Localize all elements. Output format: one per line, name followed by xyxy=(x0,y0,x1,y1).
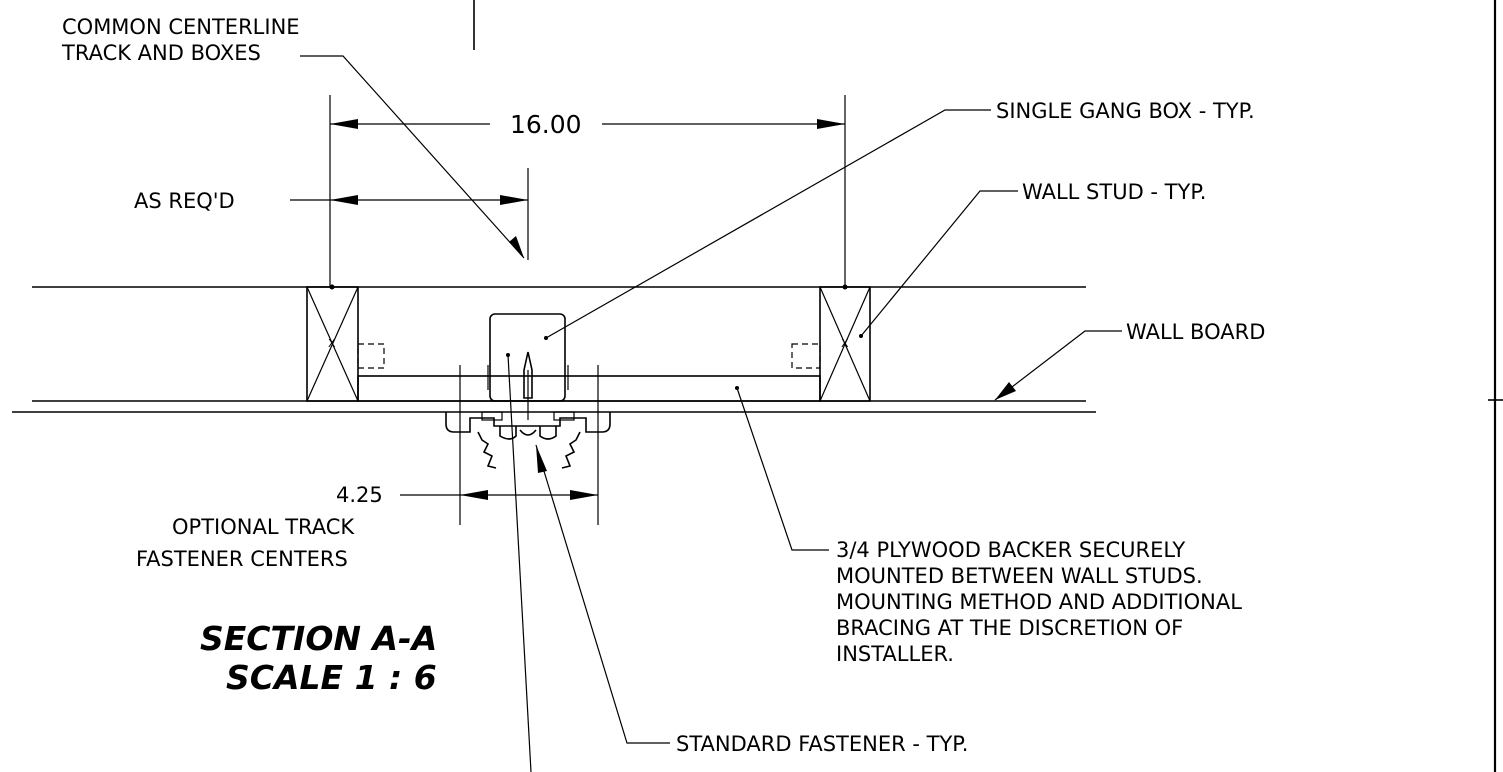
dimension-16: 16.00 xyxy=(329,95,846,287)
plywood-label-line2: MOUNTED BETWEEN WALL STUDS. xyxy=(836,564,1203,588)
track-profile xyxy=(445,411,611,469)
wall-board-label: WALL BOARD xyxy=(1126,320,1265,344)
wall-stud-left: X xyxy=(306,284,385,402)
optional-track-label-line2: FASTENER CENTERS xyxy=(136,547,348,571)
wall-stud-label: WALL STUD - TYP. xyxy=(1022,180,1206,204)
single-gang-box-label: SINGLE GANG BOX - TYP. xyxy=(996,99,1255,123)
centerline-label-line2: TRACK AND BOXES xyxy=(61,41,261,65)
leader-plywood xyxy=(736,387,829,551)
as-reqd-label: AS REQ'D xyxy=(134,189,235,213)
standard-fastener xyxy=(523,351,533,420)
dimension-425-value: 4.25 xyxy=(336,483,383,507)
plywood-label-line4: BRACING AT THE DISCRETION OF xyxy=(836,616,1183,640)
leader-wall-board xyxy=(994,330,1122,401)
leader-gang-box xyxy=(545,109,991,339)
leader-centerline xyxy=(300,55,525,259)
centerline-label-line1: COMMON CENTERLINE xyxy=(62,15,300,39)
wall-stud-right: X xyxy=(791,284,871,402)
stud-mark-right: X xyxy=(841,337,849,350)
plywood-label-line1: 3/4 PLYWOOD BACKER SECURELY xyxy=(836,538,1185,562)
plywood-backer xyxy=(357,375,821,402)
standard-fastener-label: STANDARD FASTENER - TYP. xyxy=(676,732,968,756)
plywood-label-line3: MOUNTING METHOD AND ADDITIONAL xyxy=(836,590,1242,614)
optional-track-label-line1: OPTIONAL TRACK xyxy=(172,515,355,539)
section-scale: SCALE 1 : 6 xyxy=(226,658,437,697)
dimension-425: 4.25 xyxy=(336,483,598,507)
leader-wall-stud xyxy=(860,190,1018,337)
stud-mark-left: X xyxy=(328,337,336,350)
section-title: SECTION A-A xyxy=(200,619,437,658)
dimension-16-value: 16.00 xyxy=(510,110,582,139)
dimension-as-reqd: AS REQ'D xyxy=(134,189,528,213)
plywood-label-line5: INSTALLER. xyxy=(836,642,954,666)
leader-box-bottom xyxy=(507,354,532,772)
leader-fastener xyxy=(535,444,670,744)
